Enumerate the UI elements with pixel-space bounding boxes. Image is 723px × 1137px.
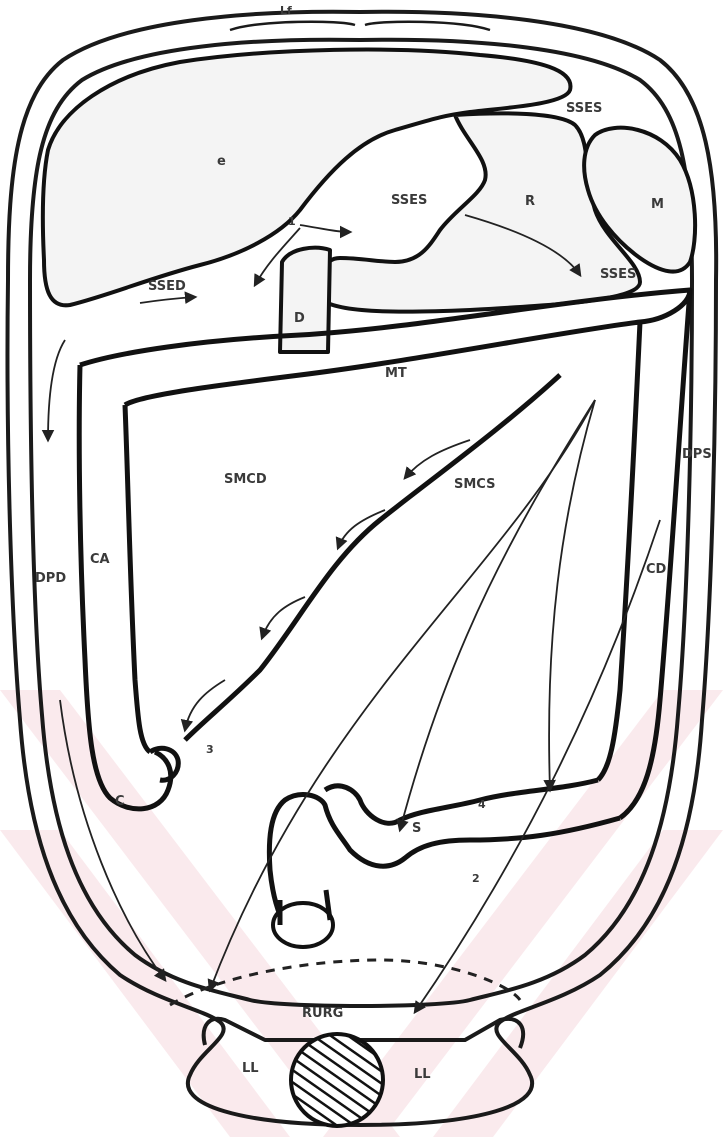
label-dpd: DPD <box>35 571 66 586</box>
label-ca: CA <box>90 552 110 567</box>
label-n2: 2 <box>472 872 480 885</box>
label-ll-left: LL <box>242 1061 259 1076</box>
label-stomach: R <box>525 194 535 209</box>
label-ssed: SSED <box>148 279 186 294</box>
label-spleen: M <box>651 197 664 212</box>
label-liver: e <box>217 154 226 169</box>
flow-arrow <box>300 225 350 232</box>
label-sses-left: SSES <box>600 267 636 282</box>
flow-arrow <box>400 400 595 830</box>
label-sses-inner: SSES <box>391 193 427 208</box>
label-mt: MT <box>385 366 407 381</box>
label-ll-right: LL <box>414 1067 431 1082</box>
label-smcd: SMCD <box>224 472 267 487</box>
label-dps: DPS <box>682 447 712 462</box>
label-cd: CD <box>646 562 667 577</box>
label-duodenum: D <box>294 311 305 326</box>
uterus <box>291 1034 383 1126</box>
flow-arrow <box>48 340 65 440</box>
ascending-colon <box>79 365 171 809</box>
label-cecum: C <box>115 794 125 809</box>
flow-arrow <box>549 400 595 790</box>
label-lf: Lf <box>280 4 292 17</box>
label-rurg: RURG <box>302 1006 343 1021</box>
flow-arrow <box>338 510 385 548</box>
flow-arrow <box>140 297 195 303</box>
label-n4: 4 <box>478 798 486 811</box>
label-smcs: SMCS <box>454 477 495 492</box>
cecum <box>150 748 178 780</box>
label-n3: 3 <box>206 743 214 756</box>
label-sigmoid: S <box>412 821 421 836</box>
linea-alba <box>230 22 490 30</box>
label-sses-upper: SSES <box>566 101 602 116</box>
label-n1: 1 <box>288 215 296 228</box>
